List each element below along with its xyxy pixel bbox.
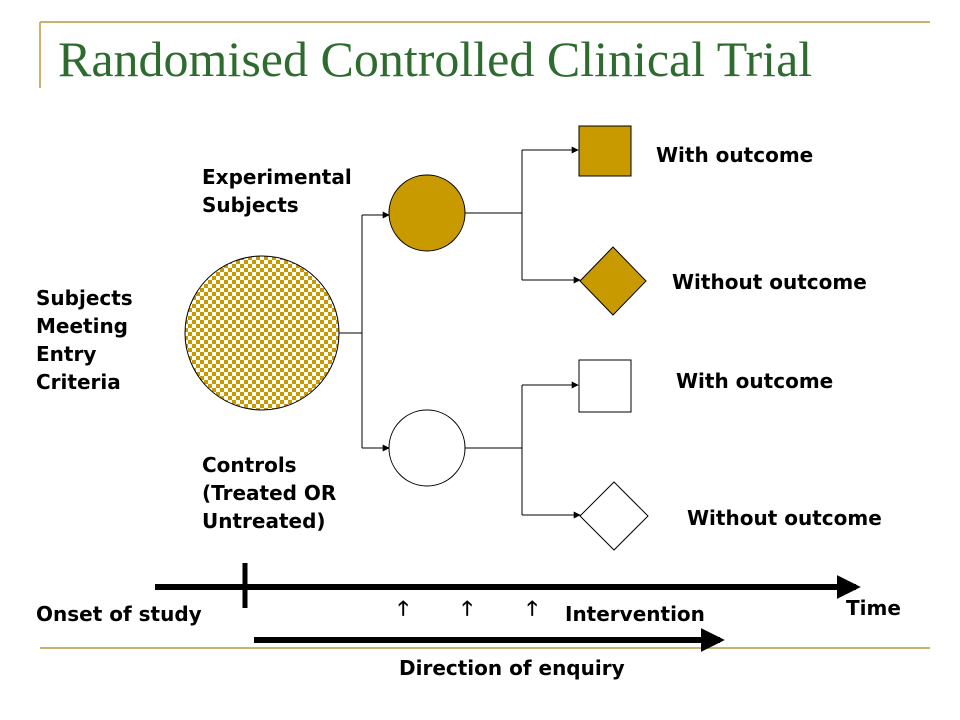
time-label: Time bbox=[846, 596, 901, 620]
control-circle bbox=[388, 409, 466, 487]
experimental-label: Experimental Subjects bbox=[202, 165, 352, 217]
outcome-square-filled bbox=[578, 125, 632, 177]
outcome-label-4: Without outcome bbox=[687, 506, 882, 530]
enquiry-label: Direction of enquiry bbox=[399, 656, 625, 680]
experimental-circle bbox=[388, 174, 466, 252]
slide-title: Randomised Controlled Clinical Trial bbox=[58, 31, 813, 87]
up-arrow-icon: 🡑 bbox=[398, 596, 409, 620]
up-arrow-icon: 🡑 bbox=[462, 596, 473, 620]
outcome-square-empty bbox=[578, 359, 632, 413]
intervention-label: Intervention bbox=[565, 602, 705, 626]
onset-label: Onset of study bbox=[36, 602, 202, 626]
outcome-label-3: With outcome bbox=[676, 369, 834, 393]
outcome-label-2: Without outcome bbox=[672, 270, 867, 294]
entry-subjects-circle bbox=[184, 255, 340, 411]
outcome-diamond-filled bbox=[579, 246, 647, 316]
outcome-label-1: With outcome bbox=[656, 143, 814, 167]
entry-criteria-label: Subjects Meeting Entry Criteria bbox=[36, 286, 133, 394]
up-arrow-icon: 🡑 bbox=[527, 596, 538, 620]
outcome-diamond-empty bbox=[579, 481, 649, 551]
controls-label: Controls (Treated OR Untreated) bbox=[202, 453, 337, 533]
